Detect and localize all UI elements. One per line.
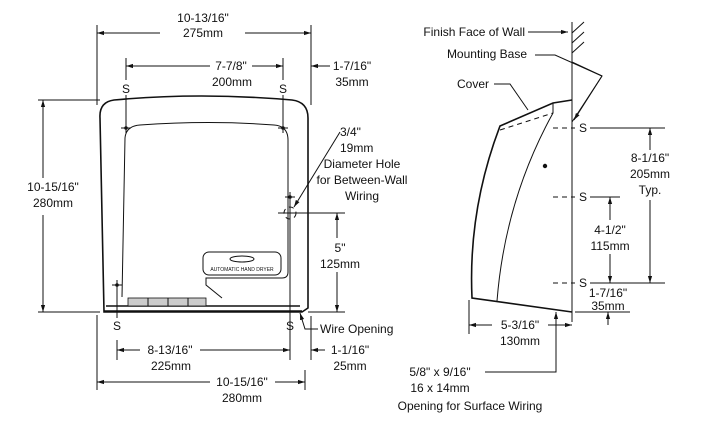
overall-height-in: 10-15/16" xyxy=(27,180,79,194)
overall-width-mm: 275mm xyxy=(183,26,223,40)
side-view: Finish Face of Wall Mounting Base Cover … xyxy=(398,21,670,413)
wall-hatch xyxy=(571,21,585,54)
stud-spacing-in: 8-1/16" xyxy=(631,151,669,165)
top-right-offset-mm: 35mm xyxy=(335,75,368,89)
top-stud-spacing-in: 7-7/8" xyxy=(215,59,247,73)
depth-mm: 130mm xyxy=(500,334,540,348)
stud-spacing-note: Typ. xyxy=(639,183,662,197)
hole-height-in: 5" xyxy=(335,241,346,255)
hole-height-mm: 125mm xyxy=(320,257,360,271)
bottom-stud-spacing-in: 8-13/16" xyxy=(148,343,193,357)
wire-opening-label: Wire Opening xyxy=(320,322,393,336)
overall-width-in: 10-13/16" xyxy=(177,11,229,25)
stud-spacing-mm: 205mm xyxy=(630,167,670,181)
hole-diameter-mm: 19mm xyxy=(340,141,373,155)
mounting-base-label: Mounting Base xyxy=(447,47,527,61)
nameplate-text: AUTOMATIC HAND DRYER xyxy=(210,267,274,273)
bottom-stud-spacing-mm: 225mm xyxy=(151,359,191,373)
mid-spacing-mm: 115mm xyxy=(590,239,629,253)
dryer-body-outline xyxy=(99,95,309,313)
hole-label-line1: Diameter Hole xyxy=(324,157,401,171)
bottom-width-mm: 280mm xyxy=(222,391,262,405)
opening-size-in: 5/8" x 9/16" xyxy=(409,365,470,379)
stud-label: S xyxy=(579,121,587,135)
depth-in: 5-3/16" xyxy=(501,318,539,332)
stud-label: S xyxy=(579,190,587,204)
cover-inner-edge xyxy=(496,103,554,302)
top-right-offset-in: 1-7/16" xyxy=(333,59,371,73)
opening-label: Opening for Surface Wiring xyxy=(398,399,543,413)
opening-size-mm: 16 x 14mm xyxy=(410,381,469,395)
stud-label: S xyxy=(579,276,587,290)
bottom-right-offset-in: 1-1/16" xyxy=(331,343,369,357)
cover-label: Cover xyxy=(457,77,489,91)
dryer-bottom-base xyxy=(104,305,302,312)
hole-label-line2: for Between-Wall xyxy=(317,173,408,187)
overall-height-mm: 280mm xyxy=(33,196,73,210)
bottom-vent-grille xyxy=(127,297,207,307)
stud-label: S xyxy=(122,82,130,96)
stud-label: S xyxy=(279,82,287,96)
hole-label-line3: Wiring xyxy=(345,189,379,203)
bottom-width-in: 10-15/16" xyxy=(216,375,268,389)
top-stud-spacing-mm: 200mm xyxy=(212,75,252,89)
stud-label: S xyxy=(286,319,294,333)
front-view: AUTOMATIC HAND DRYER S S S S 10-13/16" 2… xyxy=(27,11,407,405)
finish-face-label: Finish Face of Wall xyxy=(423,25,525,39)
hole-diameter-in: 3/4" xyxy=(340,125,361,139)
bottom-offset-in: 1-7/16" xyxy=(589,286,627,300)
cover-outline xyxy=(470,99,573,313)
nameplate: AUTOMATIC HAND DRYER xyxy=(202,251,282,276)
mid-spacing-in: 4-1/2" xyxy=(594,223,626,237)
sensor-dot xyxy=(542,163,548,169)
stud-label: S xyxy=(113,319,121,333)
dryer-cover-face xyxy=(121,122,289,299)
bottom-offset-mm: 35mm xyxy=(591,299,624,313)
bottom-right-offset-mm: 25mm xyxy=(333,359,366,373)
mounting-base-outline xyxy=(571,61,603,123)
